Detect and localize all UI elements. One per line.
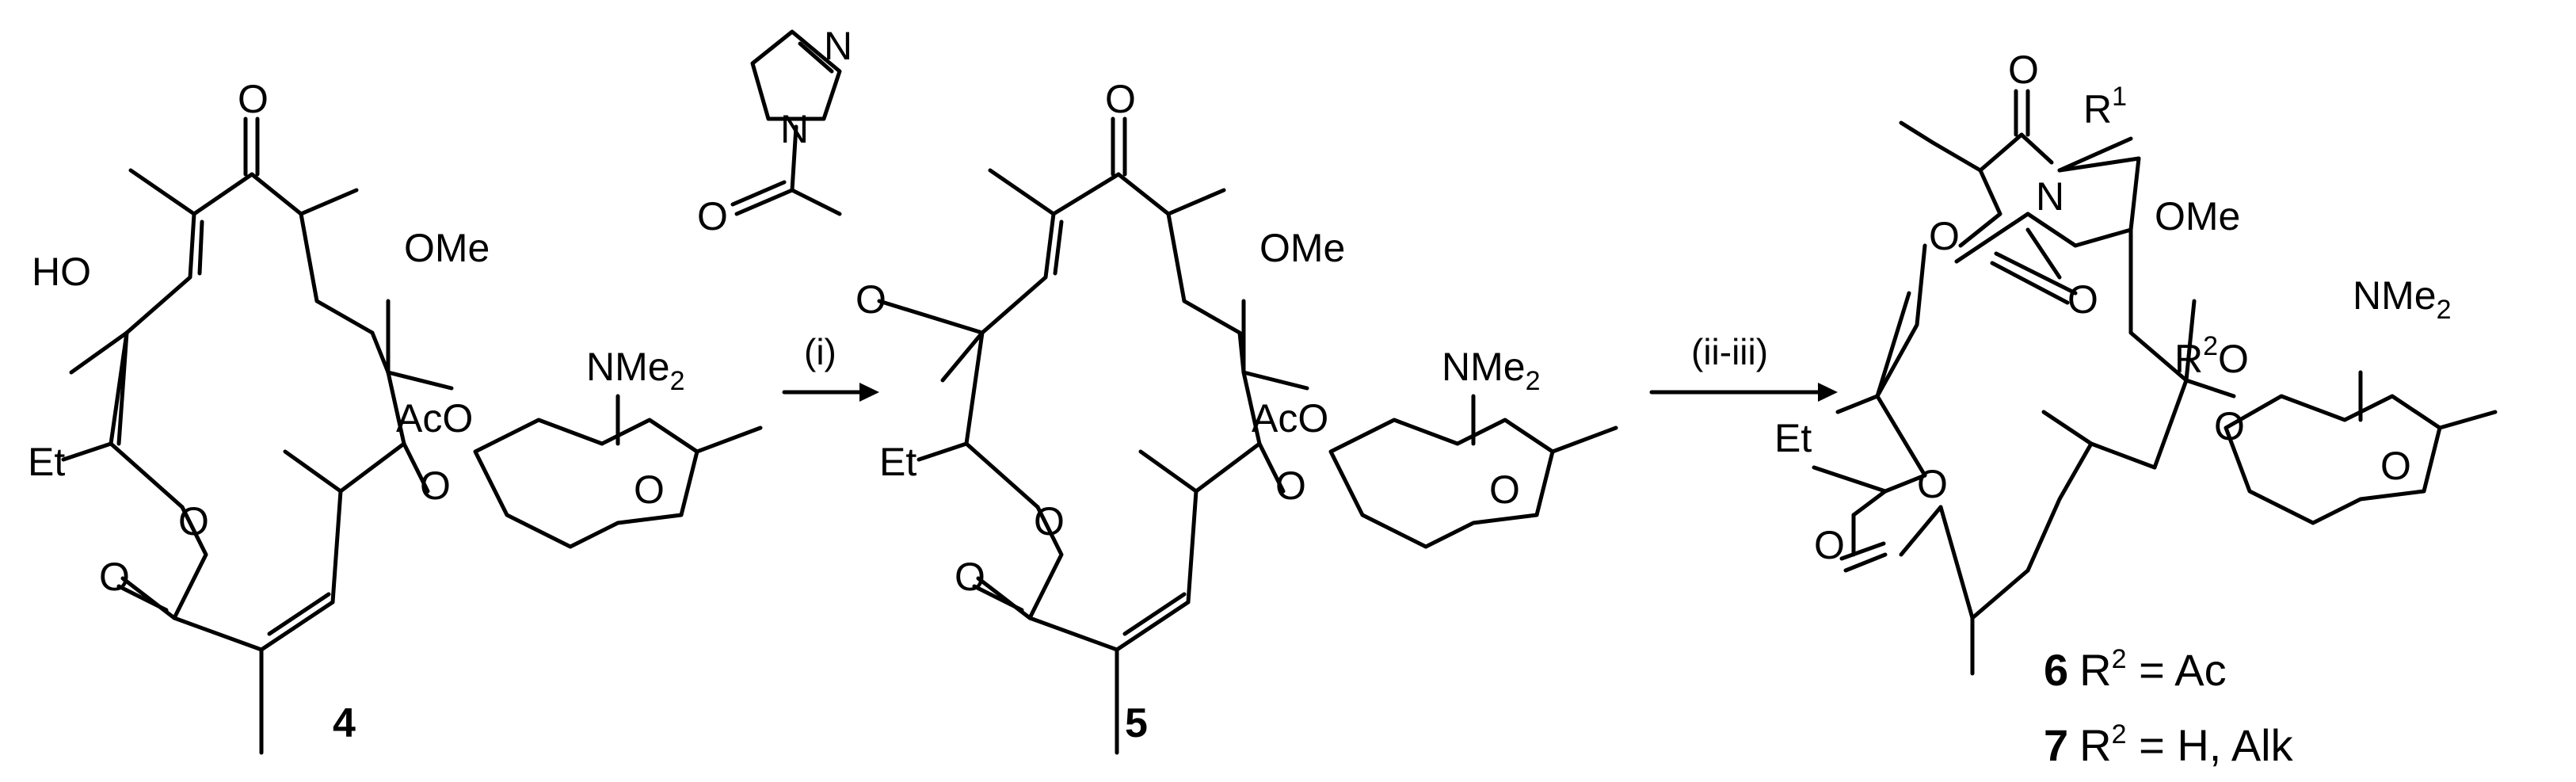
arrow-step-ii-iii-label: (ii-iii) xyxy=(1691,331,1768,372)
compound-5-number: 5 xyxy=(1125,700,1148,746)
c5-aco-label: AcO xyxy=(1252,396,1328,441)
c67-carbonyl-o: O xyxy=(1814,523,1845,567)
c67-nme-label: NMe2 xyxy=(2353,273,2452,325)
c5-ester-o: O xyxy=(1034,499,1065,544)
c67-ring-co: O xyxy=(2067,277,2098,322)
c4-ho-label: HO xyxy=(32,250,91,294)
compound-5-structure: N N O O O OMe NMe2 AcO Et O O O O 5 xyxy=(697,24,1618,755)
compound-4-number: 4 xyxy=(333,700,356,746)
c67-sugar-ring-o: O xyxy=(2380,444,2411,488)
c4-nme-label: NMe2 xyxy=(586,345,685,396)
c4-ketone-o: O xyxy=(238,77,269,121)
c67-ome-label: OMe xyxy=(2155,194,2240,238)
c67-ester-o: O xyxy=(1917,462,1948,506)
c67-r1-label: R1 xyxy=(2083,82,2127,132)
c4-sugar-link-o: O xyxy=(420,463,451,508)
arrow-step-ii-iii: (ii-iii) xyxy=(1649,331,1838,402)
compound-4-structure: O HO OMe NMe2 AcO Et O O O O 4 xyxy=(28,77,763,755)
c5-sugar-ring-o: O xyxy=(1489,467,1520,512)
c4-aco-label: AcO xyxy=(396,396,473,441)
c5-et-label: Et xyxy=(879,440,916,484)
c4-ome-label: OMe xyxy=(404,226,490,270)
c5-ester-link-o: O xyxy=(855,277,886,322)
c4-ester-o: O xyxy=(178,499,209,544)
c5-ketone-o: O xyxy=(1105,77,1136,121)
c67-et-label: Et xyxy=(1774,416,1812,460)
arrow-step-i: (i) xyxy=(782,331,879,402)
c5-imidazole-n: N xyxy=(780,107,809,151)
c67-ring-o: O xyxy=(1929,214,1960,258)
c67-sugar-link-o: O xyxy=(2214,404,2245,448)
c5-sugar-link-o: O xyxy=(1275,463,1306,508)
c4-sugar-ring-o: O xyxy=(634,467,665,512)
c67-r2o-label: R2O xyxy=(2174,331,2249,381)
c5-nme-label: NMe2 xyxy=(1442,345,1541,396)
c4-carbonyl-o: O xyxy=(99,555,130,599)
c67-amide-o: O xyxy=(2008,48,2039,92)
c5-ome-label: OMe xyxy=(1259,226,1345,270)
c4-et-label: Et xyxy=(28,440,65,484)
c5-imidazole-n-top: N xyxy=(824,24,852,68)
c5-carbonyl-o: O xyxy=(955,555,985,599)
c5-carbamate-o: O xyxy=(697,194,728,238)
c67-n-label: N xyxy=(2036,174,2064,219)
arrow-step-i-label: (i) xyxy=(804,331,836,372)
